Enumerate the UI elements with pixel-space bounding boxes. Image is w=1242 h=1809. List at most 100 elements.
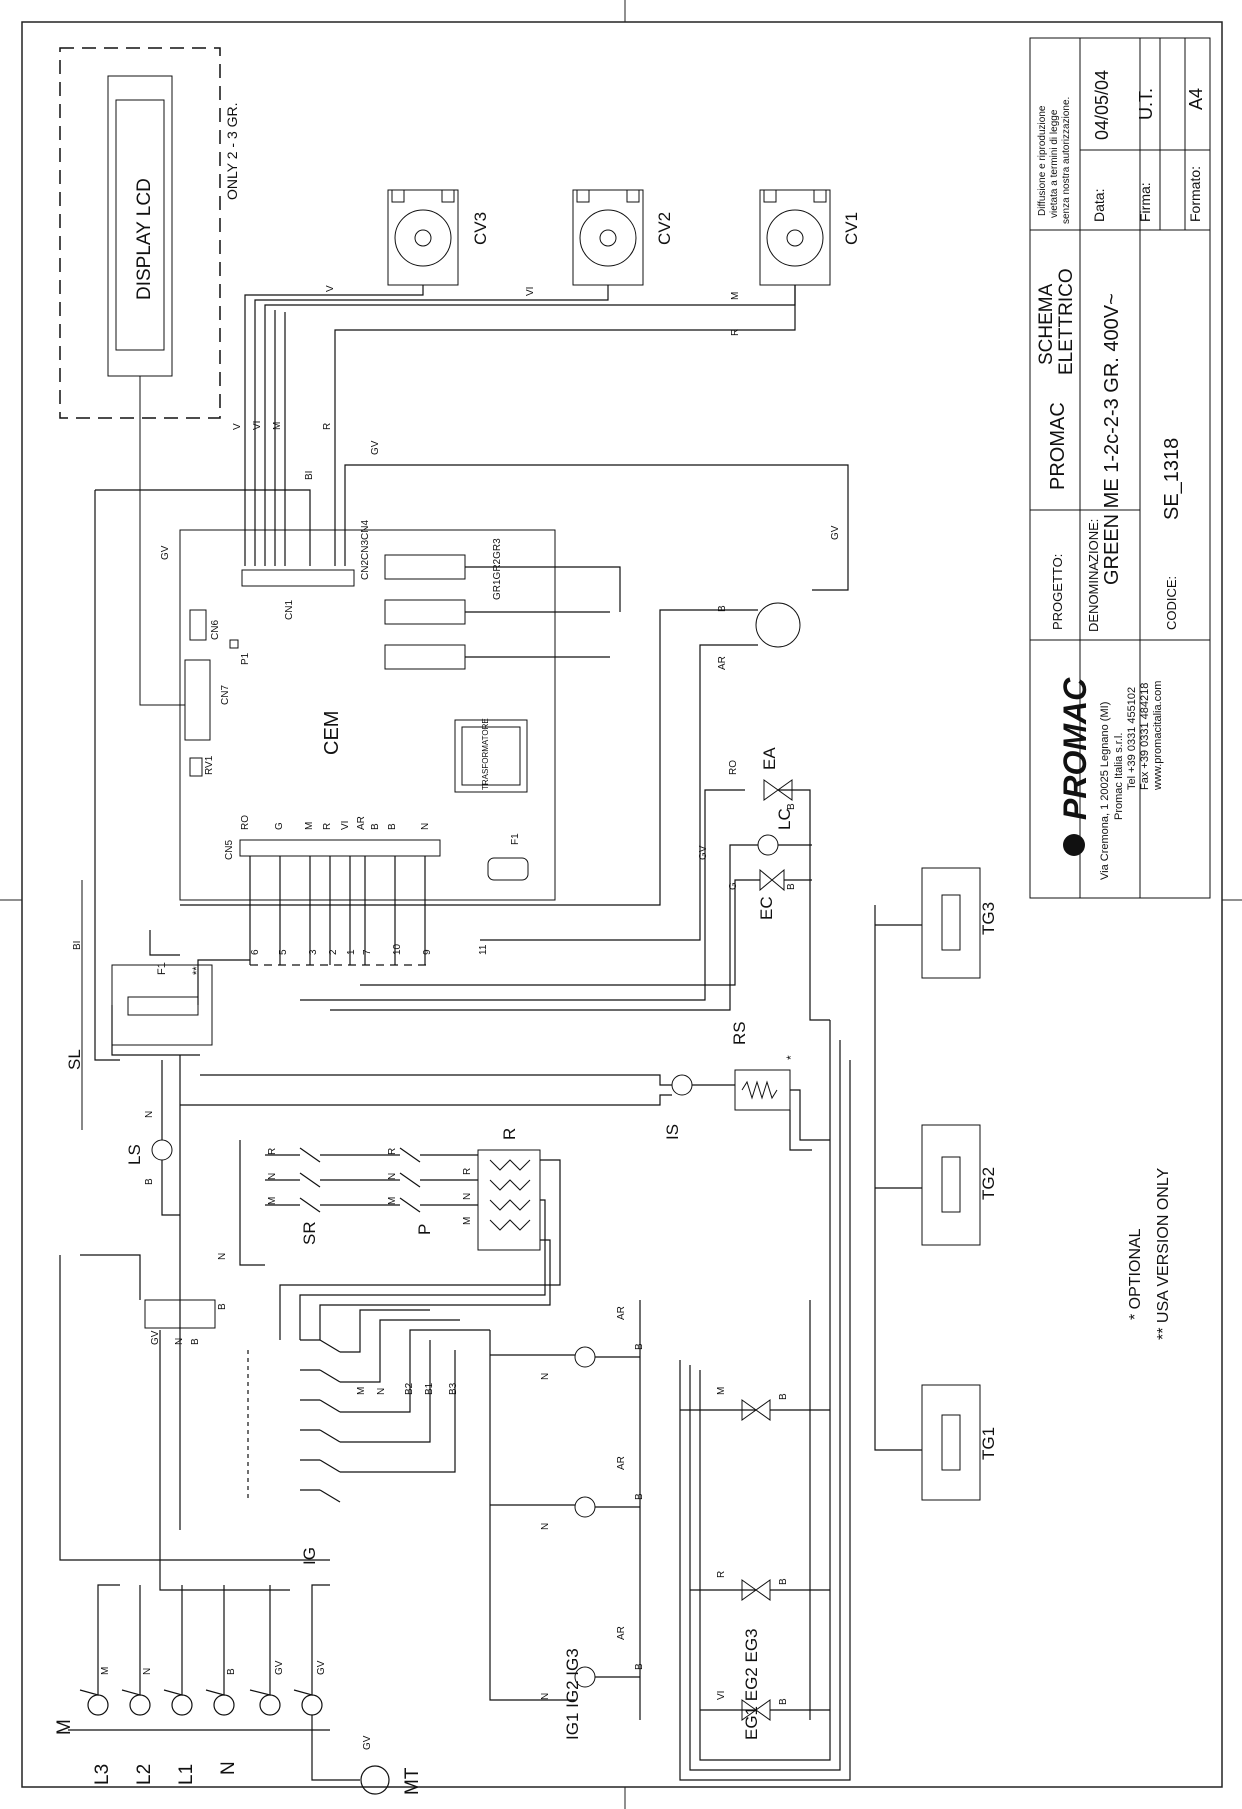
svg-text:N: N	[540, 1693, 551, 1700]
sheet-border	[21, 21, 1223, 1788]
svg-text:V: V	[325, 285, 336, 292]
svg-text:GV: GV	[362, 1735, 373, 1750]
svg-text:CN1: CN1	[284, 600, 295, 620]
svg-text:B: B	[634, 1343, 645, 1350]
svg-text:LS: LS	[125, 1144, 144, 1165]
svg-text:AR: AR	[717, 656, 728, 670]
svg-text:BI: BI	[304, 471, 315, 480]
p1-jumper	[229, 639, 239, 649]
svg-text:AR: AR	[616, 1306, 627, 1320]
notice-line-2: vietata a termini di legge	[1049, 109, 1060, 218]
display-lcd-inner	[115, 99, 165, 351]
svg-text:B: B	[226, 1668, 237, 1675]
rs-resistor	[734, 1069, 791, 1111]
cv2-label: CV2	[655, 212, 674, 245]
notice-line-1: Diffusione e riproduzione	[1037, 105, 1048, 216]
svg-text:TG2: TG2	[979, 1167, 998, 1200]
rv1-trimmer	[189, 757, 203, 777]
svg-text:B: B	[717, 605, 728, 612]
svg-text:B: B	[778, 1578, 789, 1585]
svg-text:CN5: CN5	[224, 840, 235, 860]
svg-text:M: M	[462, 1217, 473, 1225]
svg-text:M: M	[304, 822, 315, 830]
notice-line-3: senza nostra autorizzazione.	[1061, 97, 1072, 224]
svg-text:R: R	[387, 1148, 398, 1155]
svg-text:B: B	[778, 1698, 789, 1705]
svg-text:TG3: TG3	[979, 902, 998, 935]
svg-text:LC: LC	[775, 808, 794, 830]
svg-text:AR: AR	[356, 816, 367, 830]
progetto-label: PROGETTO:	[1050, 554, 1065, 630]
svg-text:R: R	[322, 423, 333, 430]
company-line-1: Promac Italia s.r.l.	[1113, 733, 1125, 820]
terminal-block	[144, 1299, 216, 1329]
svg-text:AR: AR	[616, 1456, 627, 1470]
svg-text:N: N	[218, 1761, 239, 1775]
lc-lamp	[757, 834, 779, 856]
svg-text:RO: RO	[728, 760, 739, 775]
company-line-4: Fax +39 0331 484218	[1139, 683, 1151, 790]
svg-text:V: V	[232, 423, 243, 430]
svg-text:5: 5	[278, 949, 289, 955]
svg-text:N: N	[267, 1173, 278, 1180]
cn5-wiring	[249, 856, 430, 966]
company-line-3: Tel +39 0331 455102	[1126, 687, 1138, 790]
cem-board	[179, 529, 556, 901]
svg-text:N: N	[540, 1373, 551, 1380]
svg-text:CN7: CN7	[220, 685, 231, 705]
svg-text:F1: F1	[156, 962, 168, 975]
denominazione-value: GREEN ME 1-2c-2-3 GR. 400V~	[1101, 293, 1123, 585]
svg-text:N: N	[144, 1111, 155, 1118]
promac-logo-icon	[1063, 834, 1085, 856]
svg-text:AR: AR	[616, 1626, 627, 1640]
title-block	[1029, 37, 1211, 899]
svg-text:B: B	[786, 883, 797, 890]
svg-text:11: 11	[478, 944, 489, 955]
cn1-connector	[241, 569, 355, 587]
mt-label: MT	[402, 1767, 423, 1795]
svg-text:CN6: CN6	[210, 620, 221, 640]
group-wiring	[489, 1020, 851, 1781]
cv2-valve	[572, 189, 644, 286]
svg-text:M: M	[356, 1387, 367, 1395]
svg-text:M: M	[54, 1719, 75, 1735]
svg-text:*: *	[784, 1055, 798, 1060]
cn6-connector	[189, 609, 207, 641]
svg-text:VI: VI	[525, 287, 536, 296]
denominazione-label: DENOMINAZIONE:	[1086, 519, 1101, 632]
schema-text: SCHEMA	[1036, 283, 1057, 365]
svg-text:B: B	[190, 1338, 201, 1345]
tg3-connector	[921, 867, 981, 979]
transformer	[454, 719, 528, 793]
svg-text:GV: GV	[160, 545, 171, 560]
svg-text:B: B	[786, 803, 797, 810]
svg-text:GV: GV	[150, 1330, 161, 1345]
svg-text:7: 7	[362, 949, 373, 955]
svg-text:TRASFORMATORE: TRASFORMATORE	[481, 718, 490, 790]
svg-text:N: N	[540, 1523, 551, 1530]
data-value: 04/05/04	[1092, 70, 1112, 140]
power-input-terminals	[68, 1584, 390, 1795]
board-fuse	[487, 857, 529, 881]
pump-motor	[755, 602, 801, 648]
svg-text:B: B	[144, 1178, 155, 1185]
gr-connector-2	[384, 599, 466, 625]
fuse-sl-wiring	[111, 959, 830, 1530]
svg-text:R: R	[716, 1571, 727, 1578]
ec-valve	[759, 868, 785, 892]
gr-connector-1	[384, 554, 466, 580]
svg-text:BI: BI	[72, 941, 83, 950]
ig-group-lamps	[574, 1346, 596, 1688]
tg1-connector	[921, 1384, 981, 1501]
sr-label: SR	[300, 1221, 319, 1245]
svg-text:M: M	[272, 422, 283, 430]
ig-label: IG	[300, 1547, 319, 1565]
svg-text:GV: GV	[274, 1660, 285, 1675]
svg-text:N: N	[376, 1388, 387, 1395]
svg-text:IS: IS	[663, 1124, 682, 1140]
svg-text:R: R	[322, 823, 333, 830]
svg-text:F1: F1	[510, 833, 521, 845]
svg-text:B: B	[387, 823, 398, 830]
svg-text:P1: P1	[240, 652, 251, 665]
elettrico-text: ELETTRICO	[1056, 268, 1077, 375]
